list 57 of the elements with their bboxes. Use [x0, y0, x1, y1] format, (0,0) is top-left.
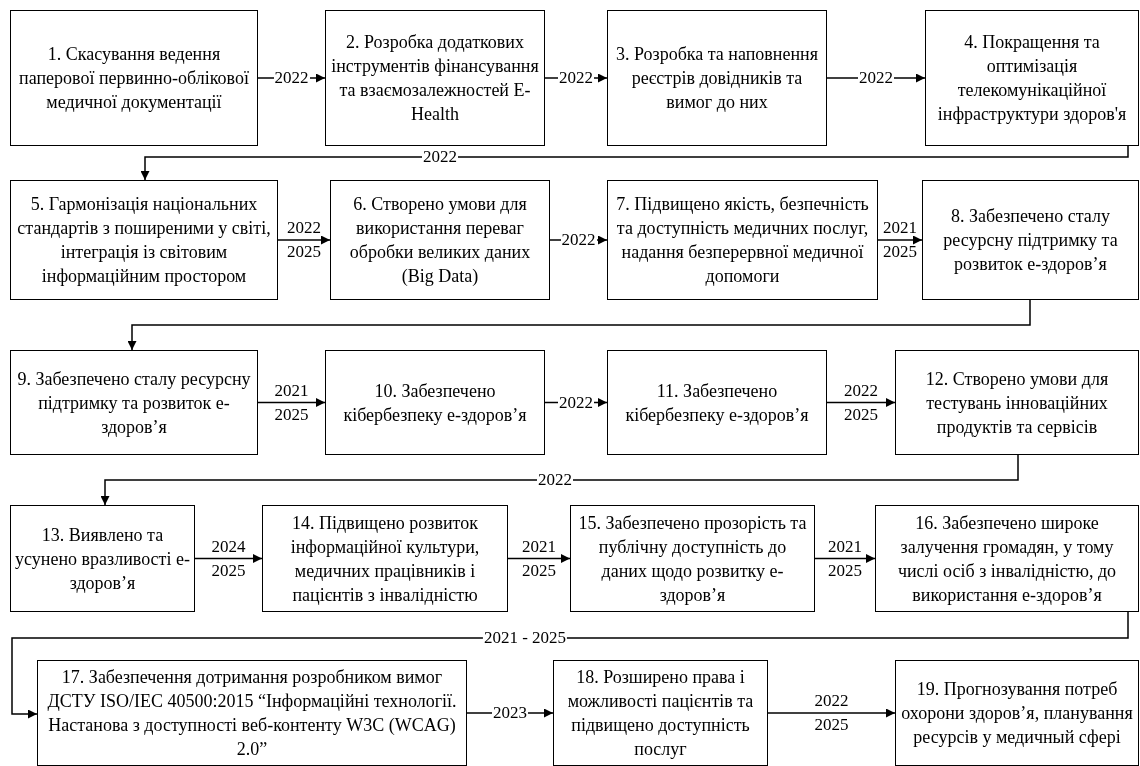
arrow	[767, 708, 896, 718]
process-box	[262, 505, 508, 612]
arrow	[877, 235, 923, 245]
arrow	[814, 554, 876, 563]
step-text: 18. Розширено права і можливості пацієнтів та підвищено доступність послуг	[566, 666, 755, 761]
arrow	[257, 398, 326, 407]
edge-label: 2022 2025	[813, 690, 850, 736]
process-box	[607, 180, 878, 300]
edge-label: 2022 2025	[286, 217, 322, 263]
step-text: 3. Розробка та наповнення реєстрів довідників та вимог до них	[614, 43, 820, 114]
step-text: 19. Прогнозування потреб охорони здоров’я, планування ресурсів у медичный сфері	[900, 678, 1134, 749]
step-text: 15. Забезпечено прозорість та публічну доступність до даних щодо розвитку е-здоров’я	[577, 511, 808, 607]
process-box	[925, 10, 1139, 146]
edge-label: 2021 2025	[827, 535, 863, 582]
process-box	[895, 350, 1139, 455]
step-text: 9. Забезпечено сталу ресурсну підтримку та розвиток е-здоров’я	[16, 367, 252, 439]
step-text: 5. Гармонізація національних стандартів з поширеними у світі, інтеграція із світовим інформаційним простором	[16, 193, 272, 288]
step-text: 2. Розробка додаткових інструментів фінансування та взаємозалежностей E-Health	[330, 31, 540, 126]
arrow	[140, 145, 1129, 181]
process-box	[10, 350, 258, 455]
arrow	[127, 299, 1031, 351]
step-text: 12. Створено умови для тестувань інноваційних продуктів та сервісів	[924, 367, 1110, 439]
arrow	[11, 611, 1129, 719]
arrow	[100, 454, 1019, 506]
step-text: 14. Підвищено розвиток інформаційної культури, медичних працівників і пацієнтів з інвалідністю	[289, 511, 481, 607]
step-text: 1. Скасування ведення паперової первинно-облікової медичної документації	[18, 43, 250, 114]
edge-label: 2024 2025	[210, 535, 247, 582]
process-box	[895, 660, 1139, 766]
process-box	[607, 350, 827, 455]
process-box	[10, 505, 195, 612]
process-box	[330, 180, 550, 300]
step-text: 6. Створено умови для використання переваг обробки великих даних (Big Data)	[348, 193, 532, 288]
process-box	[570, 505, 815, 612]
step-text: 16. Забезпечено широке залучення громадян, у тому числі осіб з інвалідністю, до використання е-здоров’я	[896, 511, 1118, 607]
arrow	[507, 554, 571, 563]
process-box	[553, 660, 768, 766]
arrow	[277, 235, 331, 245]
process-box	[10, 180, 278, 300]
edge-label: 2021 2025	[521, 535, 557, 582]
process-box	[607, 10, 827, 146]
edge-label: 2022 2025	[843, 379, 879, 426]
arrow	[826, 398, 896, 407]
edge-label: 2021 2025	[273, 379, 310, 426]
process-box	[10, 10, 258, 146]
step-text: 10. Забезпечено кібербезпеку е-здоров’я	[342, 379, 528, 427]
step-text: 11. Забезпечено кібербезпеку е-здоров’я	[624, 379, 810, 427]
step-text: 17. Забезпечення дотримання розробником вимог ДСТУ ISO/IEC 40500:2015 “Інформаційні технології. Настанова з доступності веб-контенту W3C (WCAG) 2.0”	[46, 666, 458, 761]
arrow	[194, 554, 263, 563]
step-text: 8. Забезпечено сталу ресурсну підтримку та розвиток е-здоров’я	[942, 205, 1119, 276]
step-text: 4. Покращення та оптимізація телекомунікаційної інфраструктури здоров'я	[936, 31, 1128, 126]
process-box	[325, 350, 545, 455]
process-box	[922, 180, 1139, 300]
process-box	[325, 10, 545, 146]
process-box	[875, 505, 1139, 612]
step-text: 13. Виявлено та усунено вразливості е-здоров’я	[14, 523, 191, 595]
step-text: 7. Підвищено якість, безпечність та доступність медичних послуг, надання безперервної медичної допомоги	[615, 193, 870, 288]
edge-label: 2021 2025	[882, 217, 918, 263]
